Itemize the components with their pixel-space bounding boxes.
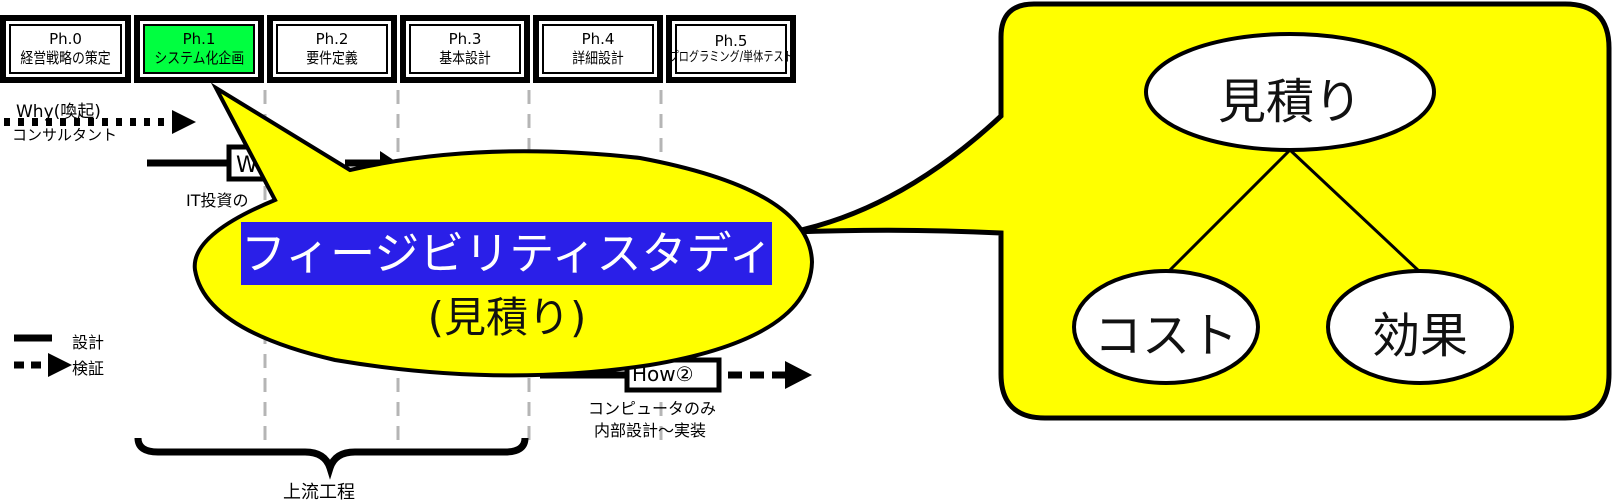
tree-edge-right [1288, 148, 1422, 274]
legend-verify-label: 検証 [72, 359, 105, 378]
how2-line1: コンピュータのみ [588, 399, 717, 418]
why-title: Why(喚起) [16, 102, 101, 122]
bubble-main-text: フィージビリティスタディ [241, 222, 773, 285]
node-left-ellipse [1072, 269, 1260, 385]
phase-code: Ph.2 [315, 30, 349, 49]
phase-code: Ph.3 [448, 30, 482, 49]
why-arrow [4, 110, 196, 134]
tree-connectors [1166, 148, 1422, 274]
phase-name: 要件定義 [306, 49, 358, 67]
phase-name: 経営戦略の策定 [20, 49, 111, 67]
it-invest-label: IT投資の [186, 191, 249, 210]
how2-line2: 内部設計～実装 [594, 421, 707, 440]
why-sub: コンサルタント [12, 126, 118, 144]
node-right-label: 効果 [1371, 308, 1468, 364]
phase-code: Ph.0 [49, 30, 82, 49]
tree-edge-left [1166, 148, 1292, 274]
node-root-ellipse [1144, 32, 1436, 152]
bubble-sub-text: (見積り) [427, 293, 587, 342]
phase-code: Ph.4 [581, 30, 615, 49]
phase-code: Ph.1 [182, 30, 216, 49]
phase-name: 詳細設計 [572, 49, 624, 67]
upstream-brace [134, 437, 529, 480]
legend-design-label: 設計 [72, 333, 105, 352]
phase-code: Ph.5 [714, 31, 748, 50]
upstream-label: 上流工程 [283, 482, 355, 503]
how2-title: How② [632, 362, 694, 386]
node-left-label: コスト [1093, 308, 1238, 364]
node-right-ellipse [1326, 269, 1514, 385]
phase-name: 基本設計 [439, 49, 491, 67]
legend-verify-arrowhead [48, 353, 72, 377]
phase-name: システム化企画 [154, 49, 244, 67]
phase-name: プログラミング/単体テスト [668, 50, 794, 66]
legend-symbols [14, 334, 72, 377]
node-root-label: 見積り [1217, 74, 1362, 130]
